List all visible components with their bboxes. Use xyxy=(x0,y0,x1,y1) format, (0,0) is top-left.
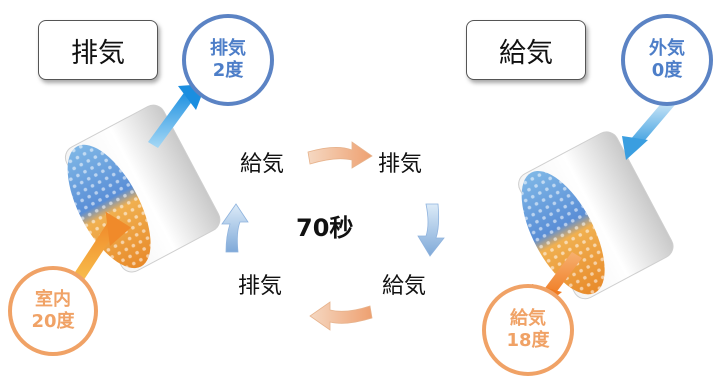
left-heat-exchanger-core xyxy=(64,104,221,273)
exhaust-temp-label: 排気 xyxy=(210,38,246,59)
cycle-label-bottom-right: 給気 xyxy=(382,274,427,299)
cycle-label-top-left: 給気 xyxy=(240,152,285,177)
indoor-temp-label: 室内 xyxy=(35,289,71,310)
cycle-arrow-top xyxy=(307,141,373,169)
exhaust-temp-value: 2度 xyxy=(212,60,244,81)
cycle-label-bottom-left: 排気 xyxy=(238,274,283,299)
right-heat-exchanger-core xyxy=(518,131,674,300)
exhaust-mode-text: 排気 xyxy=(71,37,125,69)
cycle-duration: 70秒 xyxy=(296,214,354,242)
supply-mode-text: 給気 xyxy=(499,37,553,69)
indoor-temp-value: 20度 xyxy=(31,311,75,332)
exhaust-mode-label: 排気 xyxy=(38,20,158,80)
supply-mode-label: 給気 xyxy=(466,20,586,80)
cycle-arrow-left xyxy=(221,203,249,253)
supply-temp-label: 給気 xyxy=(510,308,546,329)
supply-temp-badge: 給気 18度 xyxy=(482,284,574,376)
outdoor-temp-value: 0度 xyxy=(651,60,683,81)
cycle-arrow-bottom xyxy=(309,301,373,331)
indoor-temp-badge: 室内 20度 xyxy=(8,266,98,356)
cycle-arrow-right xyxy=(417,203,445,257)
outdoor-temp-label: 外気 xyxy=(649,38,685,59)
supply-temp-value: 18度 xyxy=(506,330,550,351)
cycle-label-top-right: 排気 xyxy=(378,152,423,177)
exhaust-temp-badge: 排気 2度 xyxy=(182,14,274,106)
outdoor-temp-badge: 外気 0度 xyxy=(621,14,713,106)
